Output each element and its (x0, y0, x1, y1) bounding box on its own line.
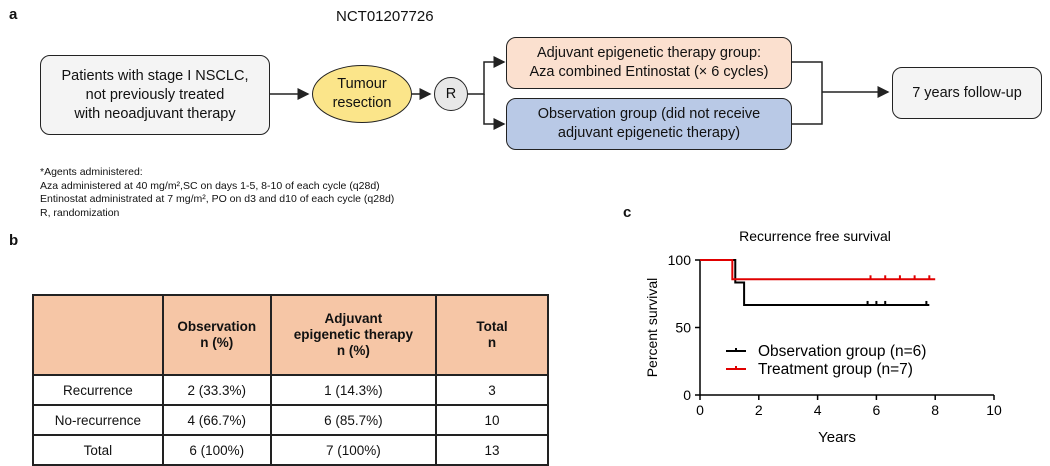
tumour-resection-oval: Tumour resection (312, 65, 412, 123)
patients-line-1: Patients with stage I NSCLC, (61, 67, 249, 84)
x-tick-label: 0 (696, 402, 704, 418)
table-header-line: Adjuvant (324, 311, 383, 326)
y-tick-label: 50 (675, 320, 691, 336)
table-header-line: epigenetic therapy (293, 327, 413, 342)
arrow-r-to-treatment (468, 56, 506, 95)
patients-line-3: with neoadjuvant therapy (74, 105, 236, 122)
km-series-line (700, 259, 936, 281)
flow-arrows (270, 56, 890, 130)
followup-label: 7 years follow-up (912, 84, 1022, 101)
panel-label-c: c (623, 204, 632, 221)
y-tick-label: 100 (668, 252, 692, 268)
table-row: No-recurrence 4 (66.7%) 6 (85.7%) 10 (32, 404, 549, 436)
km-series-line (700, 259, 930, 306)
merge-line (792, 61, 823, 125)
treatment-line-1: Adjuvant epigenetic therapy group: (536, 45, 762, 61)
x-tick-label: 6 (873, 402, 881, 418)
notes-line-4: R, randomization (40, 206, 120, 219)
agents-notes: *Agents administered: Aza administered a… (40, 166, 394, 220)
treatment-group-box: Adjuvant epigenetic therapy group: Aza c… (506, 37, 792, 89)
x-tick-label: 2 (755, 402, 763, 418)
chart-title: Recurrence free survival (739, 228, 891, 244)
table-header-line: n (%) (200, 335, 234, 350)
notes-line-2: Aza administered at 40 mg/m²,SC on days … (40, 179, 380, 192)
notes-line-1: *Agents administered: (40, 166, 143, 178)
x-tick-label: 10 (986, 402, 1002, 418)
observation-group-box: Observation group (did not receive adjuv… (506, 98, 792, 150)
followup-box: 7 years follow-up (892, 67, 1042, 119)
table-row: Total 6 (100%) 7 (100%) 13 (32, 434, 549, 466)
resection-line-2: resection (332, 95, 392, 111)
table-cell: 6 (85.7%) (269, 404, 438, 436)
patients-box: Patients with stage I NSCLC, not previou… (40, 55, 270, 135)
table-cell: No-recurrence (32, 404, 164, 436)
randomization-node: R (434, 77, 468, 111)
table-header-line: Observation (177, 319, 257, 334)
x-tick-label: 4 (814, 402, 822, 418)
table-cell: Total (32, 434, 164, 466)
x-axis-label: Years (818, 429, 856, 446)
legend-label: Treatment group (n=7) (758, 361, 913, 378)
trial-id: NCT01207726 (336, 8, 434, 25)
table-cell: 4 (66.7%) (161, 404, 272, 436)
arrow-r-to-observation (483, 94, 506, 130)
x-tick-label: 8 (931, 402, 939, 418)
table-cell: 2 (33.3%) (161, 374, 272, 406)
table-cell: 10 (435, 404, 549, 436)
table-header-line: n (%) (336, 343, 370, 358)
y-tick-label: 0 (683, 387, 691, 403)
table-cell: Recurrence (32, 374, 164, 406)
table-header-cell (32, 294, 164, 376)
notes-line-3: Entinostat administrated at 7 mg/m², PO … (40, 193, 395, 205)
panel-label-a: a (9, 6, 18, 23)
table-cell: 1 (14.3%) (269, 374, 438, 406)
observation-line-2: adjuvant epigenetic therapy) (557, 125, 741, 141)
table-header-line: n (487, 335, 497, 350)
panel-label-b: b (9, 232, 19, 249)
y-axis-label: Percent survival (644, 278, 660, 378)
randomization-label: R (445, 85, 457, 102)
table-header-line: Total (476, 319, 508, 334)
table-cell: 13 (435, 434, 549, 466)
observation-line-1: Observation group (did not receive (537, 106, 761, 122)
table-cell: 3 (435, 374, 549, 406)
legend-label: Observation group (n=6) (758, 343, 926, 360)
patients-line-2: not previously treated (85, 86, 225, 103)
resection-line-1: Tumour (337, 76, 387, 92)
treatment-line-2: Aza combined Entinostat (× 6 cycles) (529, 64, 769, 80)
table-cell: 6 (100%) (161, 434, 272, 466)
table-cell: 7 (100%) (269, 434, 438, 466)
table-row: Recurrence 2 (33.3%) 1 (14.3%) 3 (32, 374, 549, 406)
